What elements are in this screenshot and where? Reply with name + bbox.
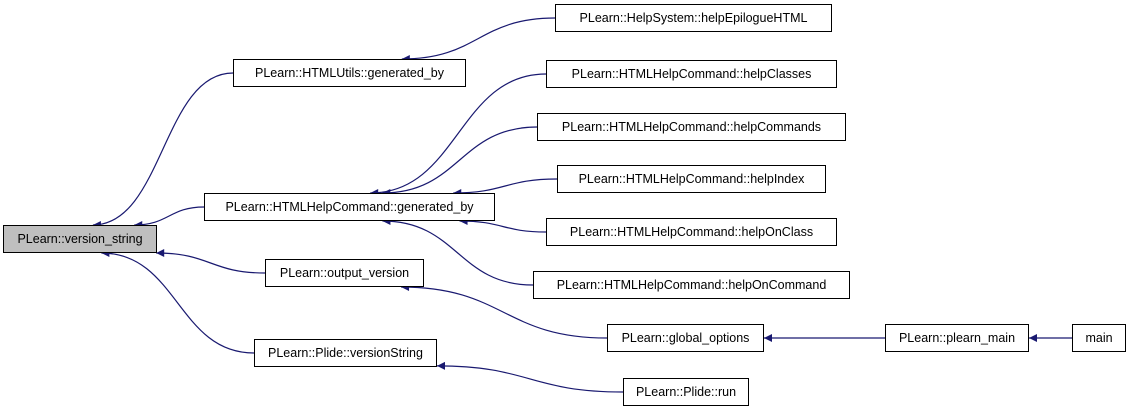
- node-main[interactable]: main: [1072, 324, 1126, 352]
- node-version-string: PLearn::version_string: [3, 225, 157, 253]
- edge-helponcommand-to-htmlhelpcommand-generated-by: [382, 217, 534, 286]
- edge-helpcommands-to-htmlhelpcommand-generated-by: [382, 126, 538, 197]
- node-plearn-main[interactable]: PLearn::plearn_main: [885, 324, 1029, 352]
- edge-helponclass-to-htmlhelpcommand-generated-by: [459, 217, 547, 233]
- node-plide-run[interactable]: PLearn::Plide::run: [623, 378, 749, 406]
- edge-helpepiloguehtml-to-htmlutils-generated-by: [401, 17, 556, 63]
- edge-plide-run-to-plide-versionstring: [436, 361, 624, 393]
- edge-global-options-to-output-version: [401, 283, 608, 339]
- node-helponcommand[interactable]: PLearn::HTMLHelpCommand::helpOnCommand: [533, 271, 850, 299]
- edge-plide-versionstring-to-version-string: [101, 249, 255, 354]
- node-helpclasses[interactable]: PLearn::HTMLHelpCommand::helpClasses: [546, 60, 837, 88]
- node-htmlhelpcommand-generated-by[interactable]: PLearn::HTMLHelpCommand::generated_by: [204, 193, 495, 221]
- edge-helpindex-to-htmlhelpcommand-generated-by: [453, 178, 558, 197]
- node-helponclass[interactable]: PLearn::HTMLHelpCommand::helpOnClass: [546, 218, 837, 246]
- edge-htmlutils-generated-by-to-version-string: [92, 72, 234, 229]
- node-global-options[interactable]: PLearn::global_options: [607, 324, 764, 352]
- node-output-version[interactable]: PLearn::output_version: [265, 259, 424, 287]
- node-helpepiloguehtml[interactable]: PLearn::HelpSystem::helpEpilogueHTML: [555, 4, 832, 32]
- edge-output-version-to-version-string: [156, 249, 266, 274]
- edge-htmlhelpcommand-generated-by-to-version-string: [134, 206, 205, 229]
- edge-helpclasses-to-htmlhelpcommand-generated-by: [370, 73, 547, 197]
- node-plide-versionstring[interactable]: PLearn::Plide::versionString: [254, 339, 437, 367]
- node-htmlutils-generated-by[interactable]: PLearn::HTMLUtils::generated_by: [233, 59, 466, 87]
- node-helpcommands[interactable]: PLearn::HTMLHelpCommand::helpCommands: [537, 113, 846, 141]
- node-helpindex[interactable]: PLearn::HTMLHelpCommand::helpIndex: [557, 165, 826, 193]
